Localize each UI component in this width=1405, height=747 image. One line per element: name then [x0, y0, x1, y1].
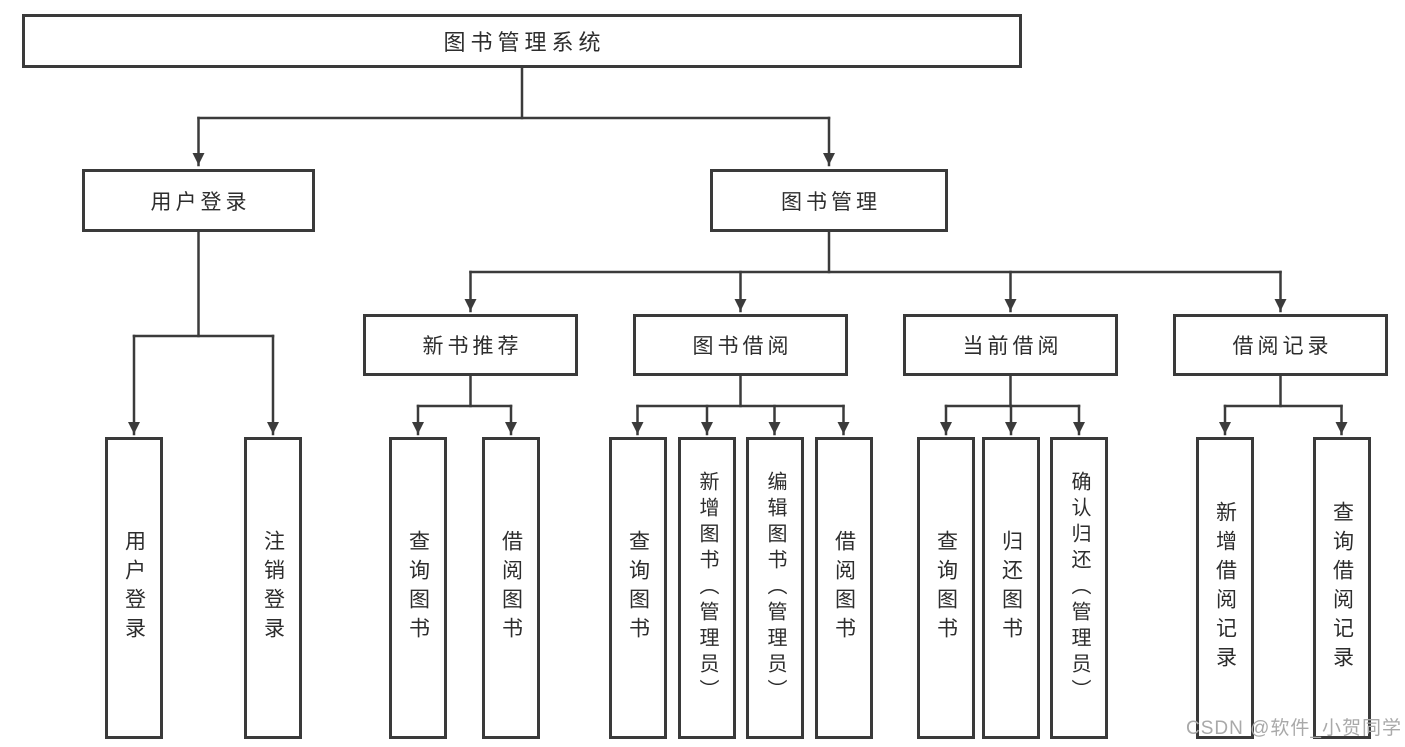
node-leaf-query-borrow-record: 查询借阅记录 [1313, 437, 1371, 739]
leaf-label: 借阅图书 [832, 530, 856, 646]
node-borrow-record: 借阅记录 [1173, 314, 1388, 376]
node-leaf-add-borrow-record: 新增借阅记录 [1196, 437, 1254, 739]
node-leaf-query-book-2: 查询图书 [609, 437, 667, 739]
leaf-label: 归还图书 [999, 530, 1023, 646]
node-leaf-query-book-1: 查询图书 [389, 437, 447, 739]
leaf-label: 查询图书 [406, 530, 430, 646]
node-book-management: 图书管理 [710, 169, 948, 232]
leaf-label: 用户登录 [122, 530, 146, 646]
node-leaf-logout: 注销登录 [244, 437, 302, 739]
node-leaf-edit-book-admin: 编辑图书（管理员） [746, 437, 804, 739]
leaf-label: 确认归还（管理员） [1068, 471, 1090, 705]
leaf-label: 注销登录 [261, 530, 285, 646]
leaf-label: 查询借阅记录 [1330, 501, 1354, 675]
leaf-label: 借阅图书 [499, 530, 523, 646]
node-user-login: 用户登录 [82, 169, 315, 232]
leaf-label: 查询图书 [626, 530, 650, 646]
node-root-library-system: 图书管理系统 [22, 14, 1022, 68]
leaf-label: 查询图书 [934, 530, 958, 646]
leaf-label: 编辑图书（管理员） [764, 471, 786, 705]
node-new-book-recommend: 新书推荐 [363, 314, 578, 376]
node-leaf-add-book-admin: 新增图书（管理员） [678, 437, 736, 739]
node-leaf-borrow-book-1: 借阅图书 [482, 437, 540, 739]
node-leaf-borrow-book-2: 借阅图书 [815, 437, 873, 739]
node-leaf-query-book-3: 查询图书 [917, 437, 975, 739]
leaf-label: 新增借阅记录 [1213, 501, 1237, 675]
csdn-watermark: CSDN @软件_小贺同学 [1186, 718, 1402, 739]
node-leaf-return-book: 归还图书 [982, 437, 1040, 739]
node-leaf-user-login: 用户登录 [105, 437, 163, 739]
leaf-label: 新增图书（管理员） [696, 471, 718, 705]
node-leaf-confirm-return-admin: 确认归还（管理员） [1050, 437, 1108, 739]
node-book-borrow: 图书借阅 [633, 314, 848, 376]
node-current-borrow: 当前借阅 [903, 314, 1118, 376]
